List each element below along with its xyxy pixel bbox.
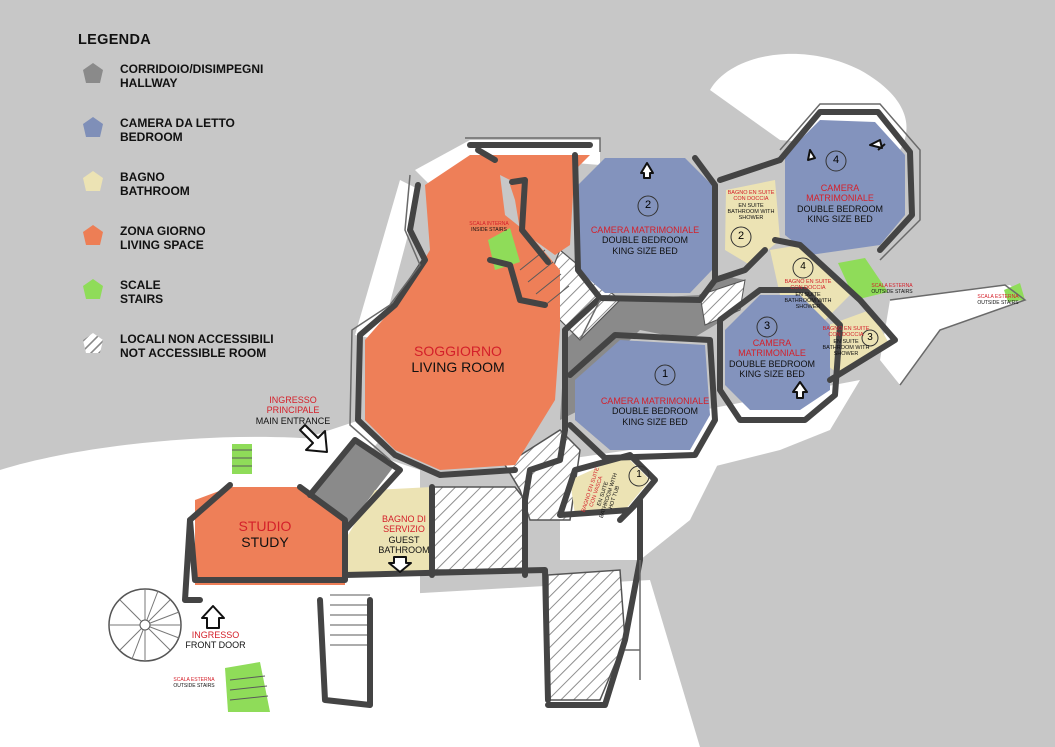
legend-label-it: BAGNO (120, 170, 165, 184)
legend-label-it: SCALE (120, 278, 161, 292)
bathroom-2-label: BAGNO EN SUITE CON DOCCIA EN SUITE BATHR… (727, 190, 775, 222)
legend-label-en: BATHROOM (120, 184, 190, 198)
bathroom-2-number: 2 (737, 230, 745, 242)
legend-label-en: BEDROOM (120, 130, 183, 144)
bedroom-2-number: 2 (644, 199, 652, 211)
entrance-arrow-icons (201, 139, 886, 629)
spiral-stair (108, 588, 182, 662)
bedroom-2-label: CAMERA MATRIMONIALE DOUBLE BEDROOM KING … (590, 225, 700, 256)
bedrooms (575, 120, 905, 450)
bedroom-4-label: CAMERA MATRIMONIALE DOUBLE BEDROOM KING … (796, 183, 883, 225)
bathrooms (348, 180, 890, 575)
outside-stairs-right-label: SCALA ESTERNA OUTSIDE STAIRS (871, 283, 913, 295)
bedroom-swatch-icon (83, 117, 103, 137)
legend-label-en: STAIRS (120, 292, 164, 306)
hallway-swatch-icon (83, 63, 103, 83)
bedroom-1-label: CAMERA MATRIMONIALE DOUBLE BEDROOM KING … (600, 396, 710, 427)
inside-stairs-label: SCALA INTERNA INSIDE STAIRS (469, 221, 509, 233)
bathroom-3-label: BAGNO EN SUITE CON DOCCIA EN SUITE BATHR… (822, 326, 870, 358)
bathroom-4-label: BAGNO EN SUITE CON DOCCIA EN SUITE BATHR… (784, 279, 832, 311)
walls (182, 109, 915, 708)
hatched-swatch-icon (83, 333, 103, 353)
thin-walls (349, 103, 1027, 680)
legend-label-it: CORRIDOIO/DISIMPEGNI (120, 62, 264, 76)
bathroom-swatch-icon (83, 171, 103, 191)
legend-title: LEGENDA (78, 32, 151, 48)
room-number-circles (628, 150, 879, 487)
legend-label-it: ZONA GIORNO (120, 224, 206, 238)
bedroom-3-label: CAMERA MATRIMONIALE DOUBLE BEDROOM KING … (728, 338, 815, 380)
legend-label-it: LOCALI NON ACCESSIBILI (120, 332, 274, 346)
front-door-label: INGRESSO FRONT DOOR (185, 630, 246, 651)
bathroom-1-number: 1 (636, 469, 642, 480)
outside-stairs-far-label: SCALA ESTERNA OUTSIDE STAIRS (977, 294, 1019, 306)
legend-label-it: CAMERA DA LETTO (120, 116, 235, 130)
legend-label-en: LIVING SPACE (120, 238, 204, 252)
stairs-swatch-icon (83, 279, 103, 299)
stair-treads (229, 249, 570, 701)
legend-label-en: NOT ACCESSIBLE ROOM (120, 346, 267, 360)
bedroom-3-number: 3 (763, 320, 771, 332)
living-room-label: SOGGIORNO LIVING ROOM (411, 343, 505, 376)
main-entrance-label: INGRESSO PRINCIPALE MAIN ENTRANCE (255, 395, 331, 426)
bedroom-1-number: 1 (661, 368, 669, 380)
outside-stairs-bottom-label: SCALA ESTERNA OUTSIDE STAIRS (173, 677, 215, 689)
bathroom-4-number: 4 (800, 261, 806, 272)
guest-bathroom-label: BAGNO DI SERVIZIO GUEST BATHROOM (378, 514, 430, 556)
bathroom-3-number: 3 (867, 332, 873, 343)
bedroom-4-number: 4 (832, 154, 840, 166)
legend-label-en: HALLWAY (120, 76, 178, 90)
living-swatch-icon (83, 225, 103, 245)
study-label: STUDIO STUDY (238, 518, 292, 551)
